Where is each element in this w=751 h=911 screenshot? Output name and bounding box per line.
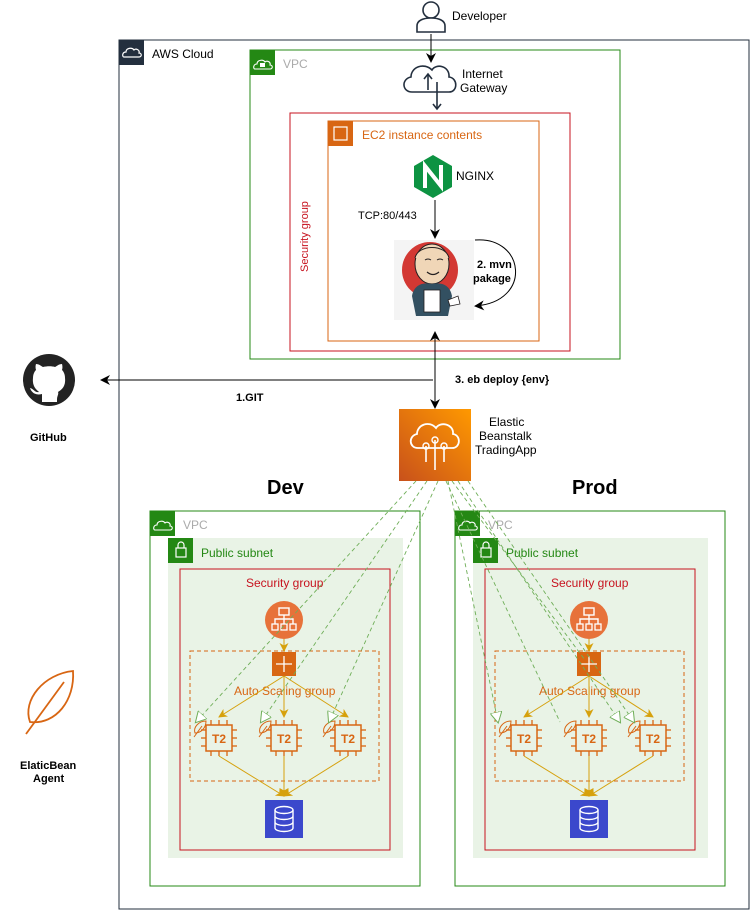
prod-agent-leaf-icon xyxy=(498,720,512,738)
prod-t2-label: T2 xyxy=(646,732,660,746)
beanstalk-agent-link xyxy=(445,480,561,723)
prod-security-group xyxy=(484,568,696,851)
git-label: 1.GIT xyxy=(236,392,264,404)
jenkins-icon xyxy=(394,240,474,320)
prod-database-icon xyxy=(570,800,608,838)
github-icon xyxy=(23,354,75,406)
beanstalk-agent-links xyxy=(196,480,634,723)
beanstalk-label-3: TradingApp xyxy=(475,443,537,457)
github-label: GitHub xyxy=(30,432,67,444)
nginx-label: NGINX xyxy=(456,169,494,183)
dev-title: Dev xyxy=(267,477,305,499)
dev-t2-instance: T2 xyxy=(193,720,237,756)
top-vpc-group: VPC xyxy=(249,49,621,360)
dev-asg-label: Auto Scaling group xyxy=(234,684,336,698)
dev-t2-label: T2 xyxy=(277,732,291,746)
dev-t2-label: T2 xyxy=(212,732,226,746)
developer-node: Developer xyxy=(416,1,507,33)
beanstalk-agent-link xyxy=(447,480,498,722)
internet-gateway-label-1: Internet xyxy=(462,67,503,81)
dev-security-group-label: Security group xyxy=(246,576,324,590)
user-icon xyxy=(416,1,446,33)
mvn-package-loop-arrow xyxy=(474,239,516,311)
dev-vpc-box xyxy=(149,510,421,887)
dev-t2-label: T2 xyxy=(341,732,355,746)
tcp-label: TCP:80/443 xyxy=(358,210,417,222)
top-vpc-label: VPC xyxy=(283,57,308,71)
prod-t2-instance: T2 xyxy=(563,720,607,756)
internet-gateway-icon xyxy=(403,65,457,111)
prod-security-group-label: Security group xyxy=(551,576,629,590)
beanstalk-agent-link xyxy=(196,480,417,722)
beanstalk-label-1: Elastic xyxy=(489,415,524,429)
internet-gateway: Internet Gateway xyxy=(403,65,507,111)
leaf-icon xyxy=(25,670,74,735)
developer-label: Developer xyxy=(452,9,507,23)
prod-t2-label: T2 xyxy=(582,732,596,746)
dev-security-group xyxy=(179,568,391,851)
prod-vpc-label: VPC xyxy=(488,518,513,532)
mvn-label-1: 2. mvn xyxy=(477,259,512,271)
prod-title: Prod xyxy=(572,477,618,499)
beanstalk-agent-link xyxy=(329,480,439,722)
dev-vpc-label: VPC xyxy=(183,518,208,532)
main-security-group-label: Security group xyxy=(299,201,311,272)
prod-vpc-icon xyxy=(455,511,480,536)
eb-deploy-label: 3. eb deploy {env} xyxy=(455,374,550,386)
prod-vpc-box xyxy=(454,510,726,887)
dev-t2-instance: T2 xyxy=(258,720,302,756)
prod-asg-label: Auto Scaling group xyxy=(539,684,641,698)
ec2-chip-icon xyxy=(328,121,353,146)
vpc-icon xyxy=(250,50,275,75)
agent-label-1: ElaticBean xyxy=(20,760,77,772)
beanstalk-label-2: Beanstalk xyxy=(479,429,533,443)
aws-cloud-group: AWS Cloud xyxy=(118,39,750,910)
prod-agent-leaf-icon xyxy=(627,720,641,738)
beanstalk-agent-link xyxy=(457,480,620,722)
mvn-label-2: pakage xyxy=(473,273,511,285)
prod-t2-instance: T2 xyxy=(498,720,542,756)
agent-label-2: Agent xyxy=(33,773,65,785)
beanstalk-node: Elastic Beanstalk TradingApp xyxy=(399,409,537,481)
agent-node: ElaticBean Agent xyxy=(20,670,77,785)
prod-agent-leaf-icon xyxy=(563,720,577,738)
prod-subnet-label: Public subnet xyxy=(506,546,579,560)
nginx-node: NGINX xyxy=(414,155,494,198)
dev-vpc-icon xyxy=(150,511,175,536)
dev-t2-instance: T2 xyxy=(322,720,366,756)
aws-cloud-label: AWS Cloud xyxy=(152,47,214,61)
prod-t2-label: T2 xyxy=(517,732,531,746)
aws-cloud-icon xyxy=(119,40,144,65)
beanstalk-agent-link xyxy=(451,480,586,661)
github-node: GitHub xyxy=(23,354,75,444)
dev-database-icon xyxy=(265,800,303,838)
dev-subnet-label: Public subnet xyxy=(201,546,274,560)
internet-gateway-label-2: Gateway xyxy=(460,81,507,95)
ec2-label: EC2 instance contents xyxy=(362,128,482,142)
prod-t2-instance: T2 xyxy=(627,720,671,756)
